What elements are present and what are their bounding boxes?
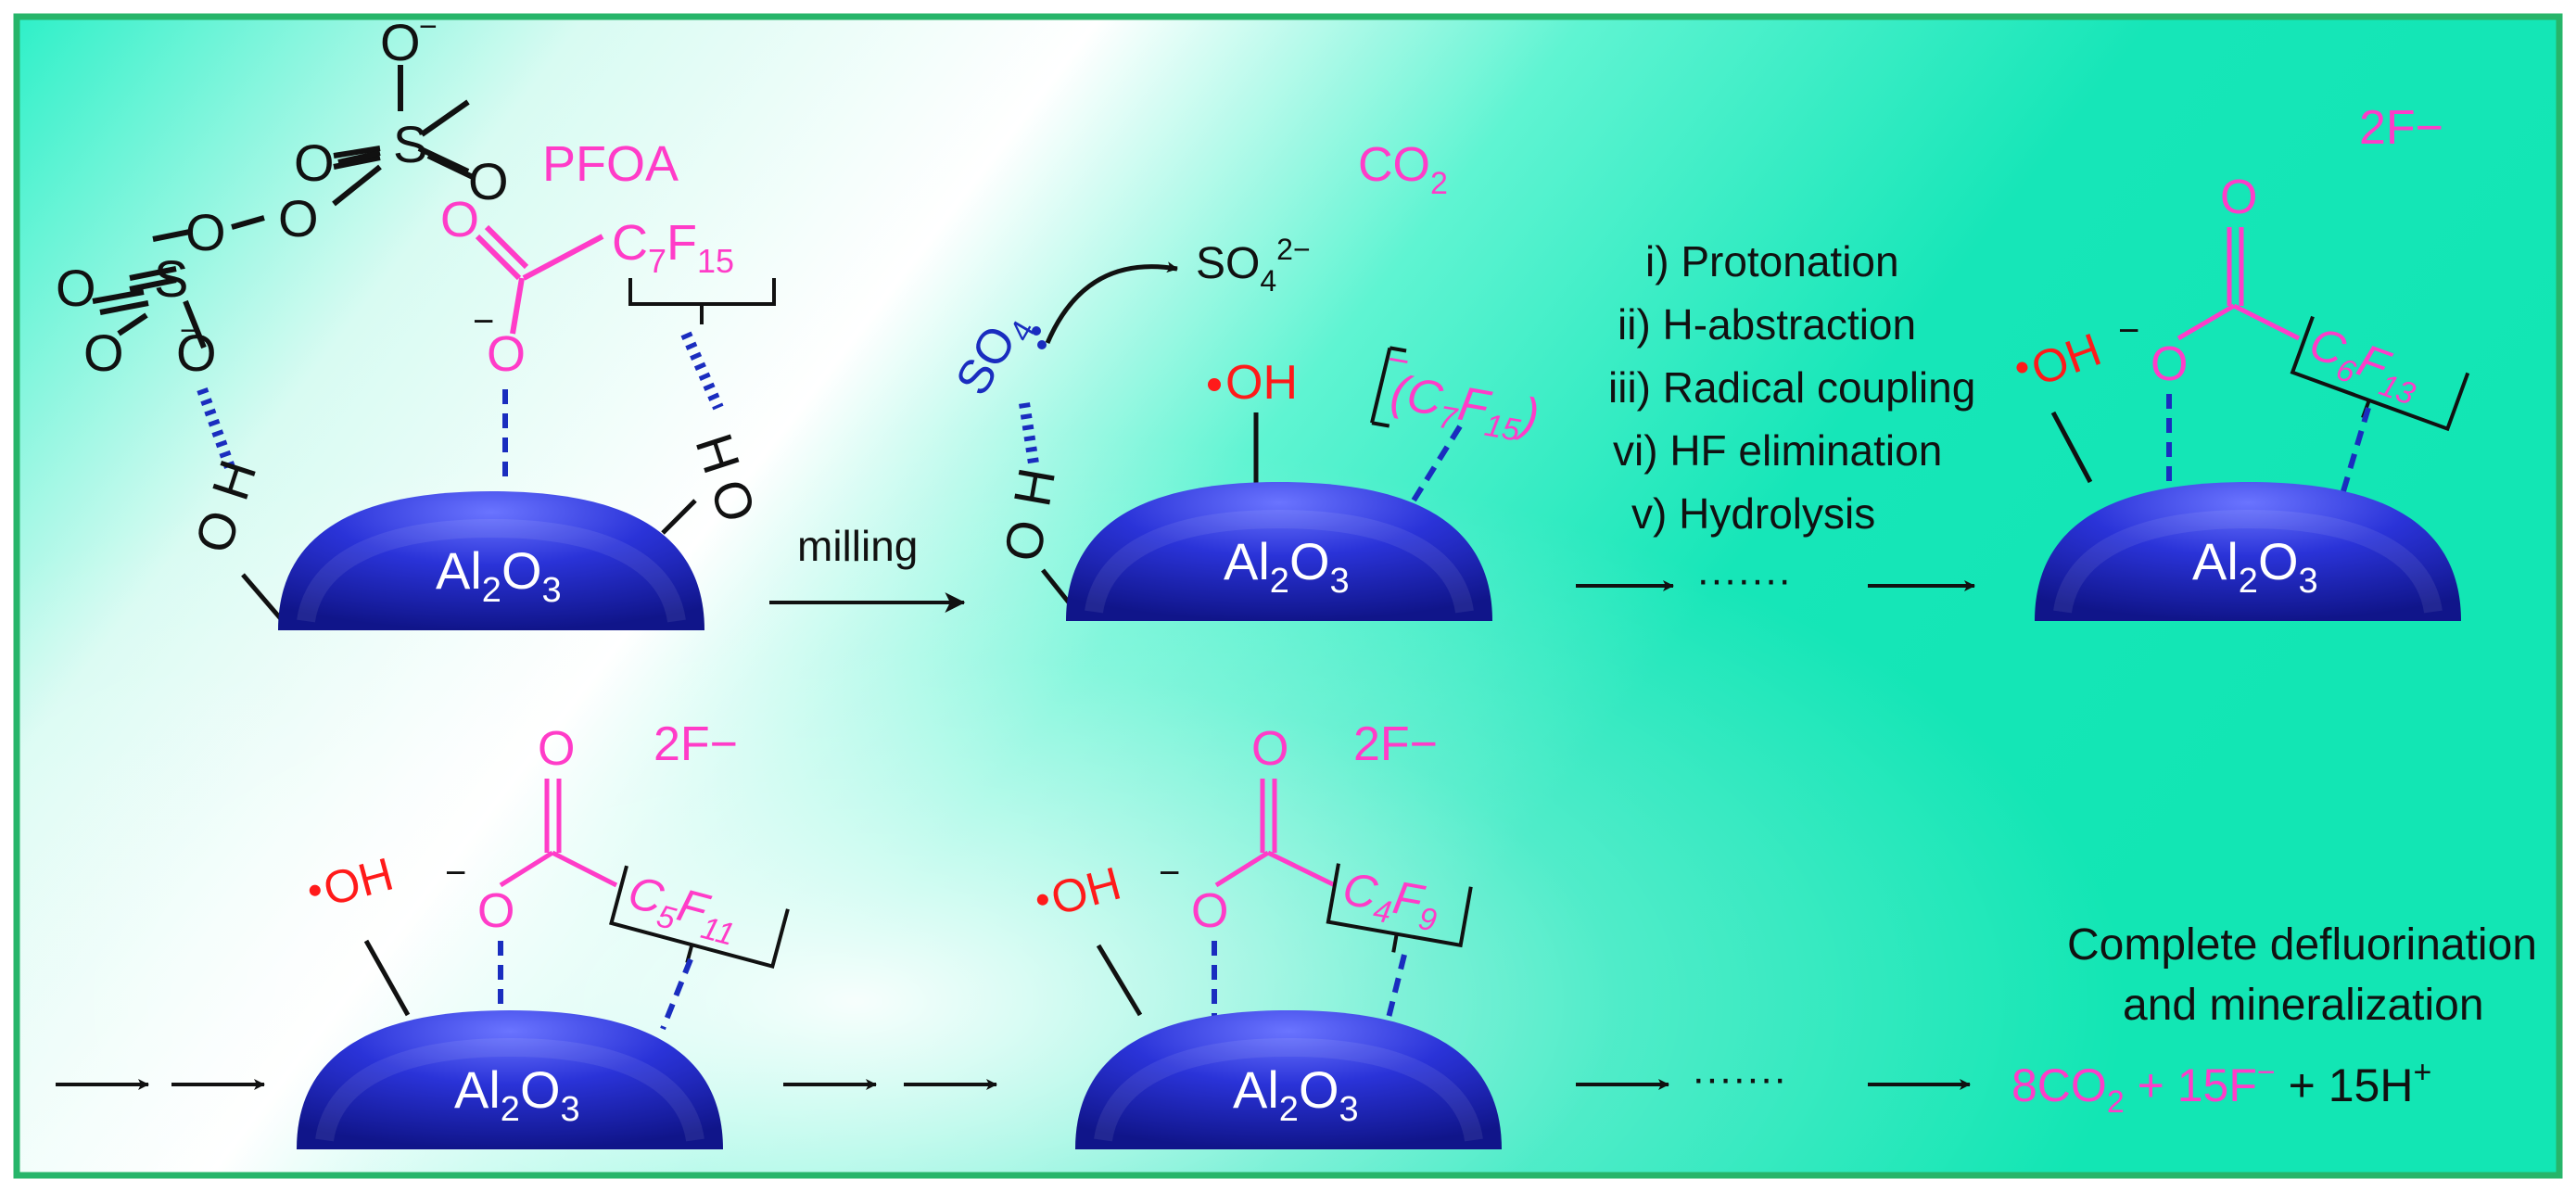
persulfate-group (129, 65, 476, 349)
svg-text:O: O (993, 515, 1058, 565)
svg-text:Al2O3: Al2O3 (1224, 532, 1350, 601)
fluoride-product: 2F− (2359, 101, 2443, 155)
svg-text:O: O (1251, 722, 1288, 776)
step-item: i) Protonation (1645, 237, 1899, 285)
perfluoro-chain: C7F15 (612, 215, 734, 280)
svg-text:O: O (440, 192, 479, 247)
svg-text:Al2O3: Al2O3 (2192, 532, 2318, 601)
alumina-support: Al2O3 (278, 491, 704, 630)
svg-text:Al2O3: Al2O3 (436, 541, 562, 610)
conclusion-line-1: Complete defluorination (2067, 920, 2537, 970)
svg-text:−: − (445, 853, 466, 894)
bond-line (661, 499, 697, 535)
radical-dot (1032, 326, 1041, 336)
alumina-support: Al2O3 (2035, 482, 2461, 621)
pfoa-label: PFOA (542, 136, 679, 192)
step-item: v) Hydrolysis (1631, 489, 1875, 538)
svg-text:−: − (2118, 311, 2139, 351)
sulfur-atom: S (393, 115, 427, 173)
ellipsis: ······· (1692, 1056, 1787, 1101)
alumina-support: Al2O3 (1066, 482, 1492, 621)
svg-text:Al2O3: Al2O3 (454, 1060, 580, 1129)
svg-text:OH: OH (1225, 356, 1298, 410)
oxygen-atom: O (468, 152, 509, 210)
c5-acid-intermediate: O O − C5F11 (445, 722, 790, 970)
svg-text:−: − (473, 301, 494, 342)
step-item: iii) Radical coupling (1608, 363, 1975, 412)
bond-line (241, 573, 285, 623)
pfoa-molecule: O O − C7F15 (440, 192, 776, 382)
radical-dot (1037, 340, 1047, 349)
conclusion-line-2: and mineralization (2123, 981, 2484, 1030)
oxygen-atom: O (380, 13, 421, 71)
svg-text:O: O (2220, 171, 2257, 224)
oxygen-atom: O (56, 259, 96, 317)
bond-line (363, 939, 411, 1017)
release-arrow (1045, 261, 1178, 344)
ellipsis: ······· (1696, 557, 1792, 602)
oxygen-atom: O (294, 133, 335, 192)
step-item: ii) H-abstraction (1618, 300, 1916, 349)
fluoride-product: 2F− (1353, 717, 1438, 771)
coordination-bond (1411, 425, 1463, 502)
step-item: vi) HF elimination (1613, 426, 1942, 475)
svg-text:O: O (1191, 884, 1228, 938)
coordination-bond (660, 957, 693, 1031)
svg-text:−: − (1159, 853, 1180, 894)
milling-label: milling (797, 522, 918, 570)
charge-minus: − (419, 9, 438, 44)
alumina-support: Al2O3 (297, 1010, 723, 1149)
hydrogen-bond (680, 331, 724, 411)
oxygen-atom: O (278, 189, 319, 247)
hydroxyl-radical: OH (1208, 356, 1298, 487)
persulfate-double-bonds (92, 150, 381, 336)
persulfate-atoms: S O − O O O O S O O O − (56, 9, 509, 382)
oxygen-atom: O (83, 323, 124, 382)
svg-text:O: O (487, 326, 526, 382)
sulfate-product: SO42− (1196, 233, 1311, 298)
co2-product: CO2 (1358, 138, 1448, 201)
figure-frame (13, 13, 2563, 1179)
bond-line (1096, 944, 1143, 1017)
oxygen-atom: O (176, 323, 217, 382)
hydrogen-bond (197, 387, 237, 476)
svg-text:O: O (2151, 337, 2188, 391)
coordination-bond (1383, 954, 1407, 1030)
bond-line (2050, 411, 2093, 484)
coordination-bond (2338, 407, 2371, 501)
svg-text:O: O (477, 884, 514, 938)
mineralization-equation: 8CO2 + 15F− + 15H+ (2011, 1055, 2431, 1120)
oxygen-atom: O (185, 203, 226, 261)
svg-text:O: O (538, 722, 575, 776)
reaction-steps-list: i) Protonation ii) H-abstraction iii) Ra… (1608, 237, 1975, 538)
charge-minus: − (180, 313, 198, 349)
svg-text:Al2O3: Al2O3 (1233, 1060, 1359, 1129)
sulfur-atom: S (154, 249, 188, 308)
alumina-support: Al2O3 (1075, 1010, 1502, 1149)
fluoride-product: 2F− (654, 717, 738, 771)
